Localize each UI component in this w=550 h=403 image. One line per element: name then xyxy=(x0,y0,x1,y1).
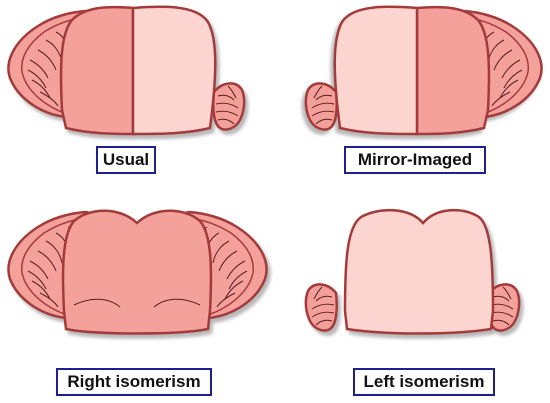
label-mirror-imaged: Mirror-Imaged xyxy=(344,146,486,174)
narrow-appendage xyxy=(304,82,338,131)
panel-left-isomerism: Left isomerism xyxy=(275,201,550,402)
heart-right-isomerism-diagram xyxy=(7,209,268,335)
label-right-isomerism: Right isomerism xyxy=(56,368,212,396)
panel-usual: Usual xyxy=(0,0,275,201)
heart-usual-diagram xyxy=(7,5,246,136)
panel-mirror-imaged: Mirror-Imaged xyxy=(275,0,550,201)
left-narrow-appendage xyxy=(304,283,338,332)
pectinate-ridges xyxy=(73,298,201,308)
left-atrium-lobe xyxy=(131,5,217,136)
light-atrium-lobe xyxy=(333,5,419,136)
panel-right-isomerism: Right isomerism xyxy=(0,201,275,402)
atrial-body xyxy=(61,209,213,335)
label-left-isomerism: Left isomerism xyxy=(353,368,495,396)
left-appendage-narrow xyxy=(212,82,246,131)
heart-mirror-diagram xyxy=(304,5,543,136)
heart-left-isomerism-diagram xyxy=(304,208,521,335)
label-usual: Usual xyxy=(96,146,156,174)
right-atrium-lobe xyxy=(59,5,135,136)
atrial-body-light xyxy=(343,208,495,335)
dark-atrium-lobe xyxy=(415,5,491,136)
